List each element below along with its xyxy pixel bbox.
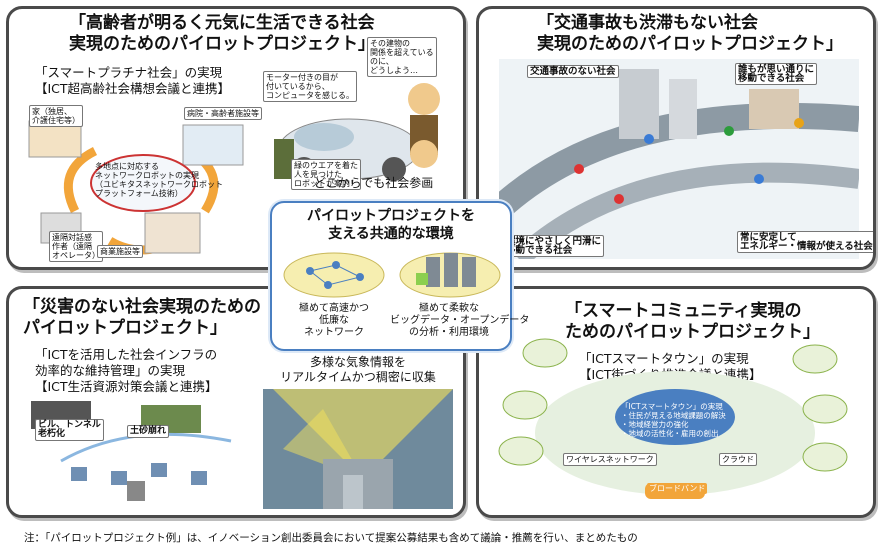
label-commercial: 商業施設等 <box>97 245 143 258</box>
panel-title: 「交通事故も渋滞もない社会 実現のためのパイロットプロジェクト」 <box>537 13 843 54</box>
panel-smart-community: 「スマートコミュニティ実現の ためのパイロットプロジェクト」 「ICTスマートタ… <box>476 286 876 518</box>
panel-subtitle: 「スマートプラチナ社会」の実現 【ICT超高齢社会構想会議と連携】 <box>35 65 231 96</box>
footnote: 注：「パイロットプロジェクト例」は、イノベーション創出委員会において提案公募結果… <box>24 532 638 544</box>
panel-elderly-society: 「高齢者が明るく元気に生活できる社会 実現のためのパイロットプロジェクト」 「ス… <box>6 6 466 270</box>
common-environment-box: パイロットプロジェクトを 支える共通的な環境 極めて高速かつ 低廉な ネットワー… <box>270 201 530 351</box>
label-free-mobility: 誰もが思い通りに 移動できる社会 <box>735 63 818 85</box>
center-data-caption: 極めて柔軟な ビッグデータ・オープンデータ の分析・利用環境 <box>390 303 530 338</box>
weather-radar-illustration <box>263 389 453 509</box>
panel-traffic-society: 「交通事故も渋滞もない社会 実現のためのパイロットプロジェクト」 交通事故のない… <box>476 6 876 270</box>
label-cloud: クラウド <box>719 453 757 466</box>
network-cloud-icon <box>283 252 385 298</box>
label-eco-mobility: 環境にやさしく円滑に 移動できる社会 <box>503 235 605 257</box>
label-home: 家（独居、 介護住宅等） <box>29 105 83 127</box>
label-network-robot: 多地点に対応する ネットワークロボットの実現 （ユビキタスネットワークロボット … <box>95 162 223 198</box>
speech-bubble-3: 緑のウエアを着た 人を見つけた ロボットが案内！ <box>291 159 361 190</box>
label-aging-buildings: ビル、トンネル 老朽化 <box>35 419 104 441</box>
infrastructure-illustration <box>31 401 232 501</box>
panel-title: 「高齢者が明るく元気に生活できる社会 実現のためのパイロットプロジェクト」 <box>69 13 375 54</box>
label-landslide: 土砂崩れ <box>127 425 170 438</box>
city-traffic-illustration <box>499 59 859 259</box>
label-stable-energy: 常に安定して エネルギー・情報が使える社会 <box>737 231 873 253</box>
label-no-accidents: 交通事故のない社会 <box>527 65 619 78</box>
center-title: パイロットプロジェクトを 支える共通的な環境 <box>307 208 475 242</box>
speech-bubble-1: モーター付きの目が 付いているから、 コンピュータを感じる。 <box>263 71 357 102</box>
speech-bubble-2: その建物の 関係を超えている のに、 どうしよう… <box>367 37 437 77</box>
panel-title: 「スマートコミュニティ実現の ためのパイロットプロジェクト」 <box>565 301 820 342</box>
data-cloud-icon <box>399 252 501 298</box>
caption-participation: どこからでも社会参画 <box>314 176 434 190</box>
center-network-caption: 極めて高速かつ 低廉な ネットワーク <box>299 303 369 338</box>
label-hospital: 病院・高齢者施設等 <box>184 107 262 120</box>
panel-subtitle: 「ICTを活用した社会インフラの 効率的な維持管理」の実現 【ICT生活資源対策… <box>35 347 218 394</box>
panel-title: 「災害のない社会実現のための パイロットプロジェクト」 <box>23 297 261 338</box>
label-broadband: ブロードバンド <box>647 483 708 494</box>
label-wireless: ワイヤレスネットワーク <box>563 453 657 466</box>
label-smart-town-goals: 「ICTスマートタウン」の実現 ・住民が見える地域課題の解決 ・地域経営力の強化… <box>621 402 726 438</box>
caption-weather: 多様な気象情報を リアルタイムかつ稠密に収集 <box>280 355 436 384</box>
label-remote-operator: 遠隔対話感 作者（遠隔 オペレータ） <box>49 231 103 262</box>
